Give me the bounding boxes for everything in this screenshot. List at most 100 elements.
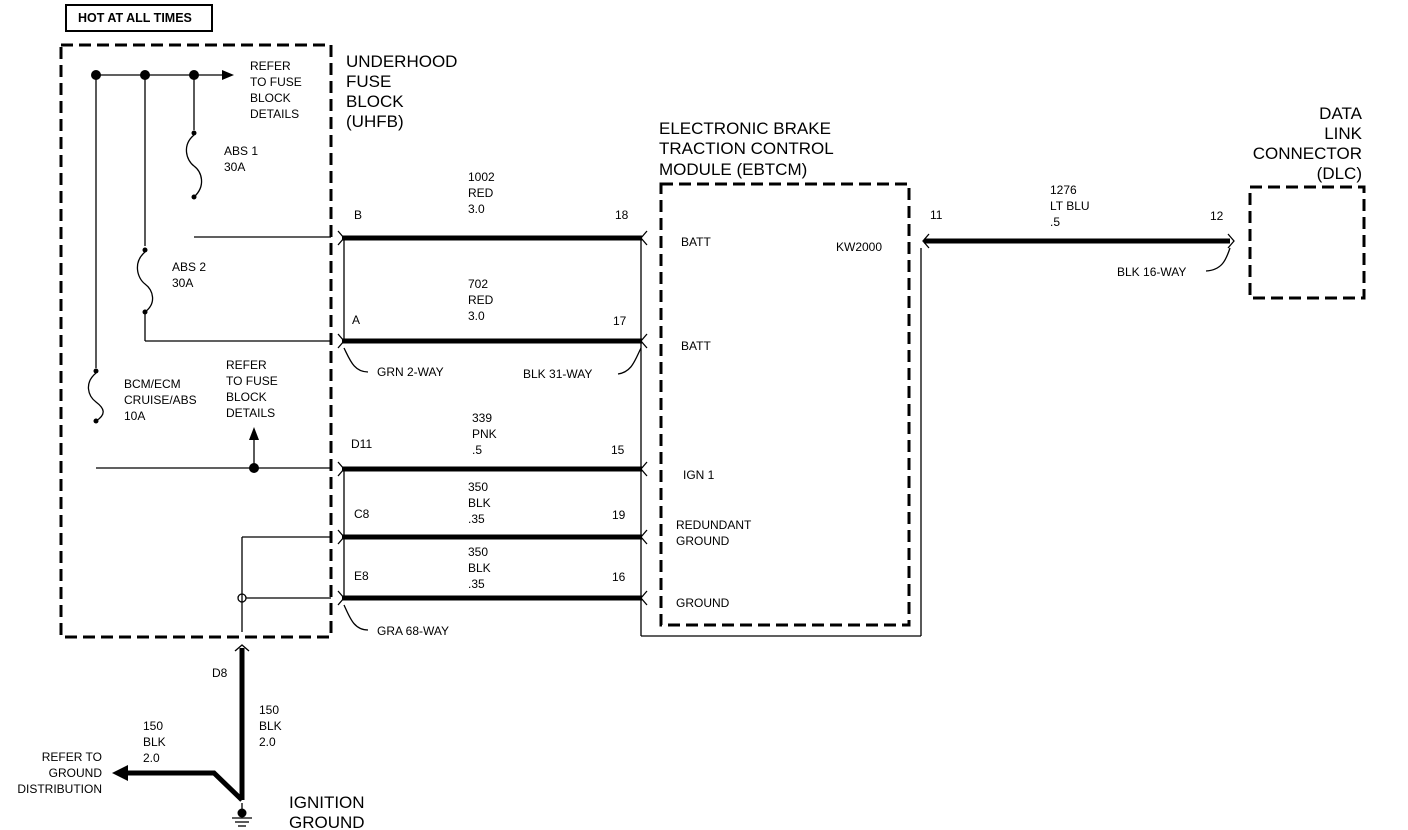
fuse-bcm-label: BCM/ECM CRUISE/ABS 10A <box>124 377 197 423</box>
svg-text:MODULE (EBTCM): MODULE (EBTCM) <box>659 160 807 179</box>
label-350-e8: 350 BLK .35 <box>468 545 491 591</box>
term-batt-1: BATT <box>681 235 711 249</box>
uhfb-connector-pins <box>337 230 345 606</box>
svg-text:3.0: 3.0 <box>468 202 485 216</box>
svg-text:2.0: 2.0 <box>259 735 276 749</box>
svg-text:.5: .5 <box>472 443 482 457</box>
svg-text:30A: 30A <box>224 160 245 174</box>
svg-text:BLOCK: BLOCK <box>346 92 404 111</box>
svg-text:BCM/ECM: BCM/ECM <box>124 377 181 391</box>
ignition-ground-label: IGNITION GROUND <box>289 793 365 830</box>
blk-16way-callout: BLK 16-WAY <box>1117 247 1231 279</box>
svg-text:(DLC): (DLC) <box>1317 164 1362 183</box>
svg-text:RED: RED <box>468 293 494 307</box>
svg-text:.5: .5 <box>1050 215 1060 229</box>
svg-text:GRA 68-WAY: GRA 68-WAY <box>377 624 449 638</box>
svg-text:(UHFB): (UHFB) <box>346 112 404 131</box>
svg-text:2.0: 2.0 <box>143 751 160 765</box>
label-350-c8: 350 BLK .35 <box>468 480 491 526</box>
svg-text:GROUND: GROUND <box>676 534 730 548</box>
uhfb-internal-ground <box>237 536 331 632</box>
fuse-abs1-label: ABS 1 30A <box>224 144 258 174</box>
svg-text:REFER: REFER <box>250 59 291 73</box>
pin-a: A <box>352 313 360 327</box>
dlc-title: DATA LINK CONNECTOR (DLC) <box>1253 104 1363 183</box>
label-150-horizontal: 150 BLK 2.0 <box>143 719 166 765</box>
svg-text:DISTRIBUTION: DISTRIBUTION <box>17 782 102 796</box>
svg-text:TO FUSE: TO FUSE <box>226 374 278 388</box>
uhfb-internal-bus <box>91 70 234 368</box>
svg-text:UNDERHOOD: UNDERHOOD <box>346 52 457 71</box>
svg-text:TO FUSE: TO FUSE <box>250 75 302 89</box>
pin-c8: C8 <box>354 507 370 521</box>
uhfb-d11-circuit <box>96 427 331 473</box>
refer-fuse-details-top: REFER TO FUSE BLOCK DETAILS <box>250 59 302 121</box>
pin-b: B <box>354 208 362 222</box>
label-339: 339 PNK .5 <box>472 411 497 457</box>
svg-text:.35: .35 <box>468 512 485 526</box>
svg-text:.35: .35 <box>468 577 485 591</box>
wire-1276 <box>922 233 1235 249</box>
ebtcm-box <box>659 182 911 627</box>
svg-text:GROUND: GROUND <box>289 813 365 830</box>
svg-text:BLK 16-WAY: BLK 16-WAY <box>1117 265 1186 279</box>
fuse-abs2-icon <box>136 247 331 342</box>
svg-text:1002: 1002 <box>468 170 495 184</box>
pin-18: 18 <box>615 208 629 222</box>
refer-ground-distribution: REFER TO GROUND DISTRIBUTION <box>17 750 102 796</box>
pin-d11: D11 <box>351 437 372 451</box>
svg-text:BLOCK: BLOCK <box>250 91 291 105</box>
svg-text:LT BLU: LT BLU <box>1050 199 1090 213</box>
label-1276: 1276 LT BLU .5 <box>1050 183 1090 229</box>
term-ign1: IGN 1 <box>683 468 715 482</box>
svg-text:702: 702 <box>468 277 488 291</box>
pin-12: 12 <box>1210 209 1224 223</box>
svg-text:DETAILS: DETAILS <box>226 406 275 420</box>
pin-15: 15 <box>611 443 625 457</box>
harness-bundle <box>343 238 922 637</box>
ebtcm-title: ELECTRONIC BRAKE TRACTION CONTROL MODULE… <box>659 119 834 179</box>
svg-text:GRN 2-WAY: GRN 2-WAY <box>377 365 444 379</box>
svg-text:3.0: 3.0 <box>468 309 485 323</box>
pin-d8: D8 <box>212 666 228 680</box>
hot-at-all-times-label: HOT AT ALL TIMES <box>78 11 192 25</box>
svg-text:ABS 2: ABS 2 <box>172 260 206 274</box>
svg-text:BLK: BLK <box>143 735 166 749</box>
label-702: 702 RED 3.0 <box>468 277 494 323</box>
label-1002: 1002 RED 3.0 <box>468 170 495 216</box>
term-batt-2: BATT <box>681 339 711 353</box>
label-150-vertical: 150 BLK 2.0 <box>259 703 282 749</box>
pin-17: 17 <box>613 314 627 328</box>
svg-text:REDUNDANT: REDUNDANT <box>676 518 752 532</box>
svg-text:TRACTION CONTROL: TRACTION CONTROL <box>659 139 834 158</box>
svg-text:339: 339 <box>472 411 492 425</box>
svg-text:CONNECTOR: CONNECTOR <box>1253 144 1362 163</box>
svg-text:DATA: DATA <box>1319 104 1362 123</box>
svg-text:150: 150 <box>143 719 163 733</box>
svg-text:IGNITION: IGNITION <box>289 793 365 812</box>
svg-text:350: 350 <box>468 480 488 494</box>
svg-text:10A: 10A <box>124 409 145 423</box>
grn-2way-callout: GRN 2-WAY <box>343 347 444 379</box>
term-redundant-ground: REDUNDANT GROUND <box>676 518 752 548</box>
svg-text:LINK: LINK <box>1324 124 1362 143</box>
svg-text:PNK: PNK <box>472 427 497 441</box>
dlc-box <box>1248 185 1366 300</box>
svg-text:150: 150 <box>259 703 279 717</box>
blk-31way-callout: BLK 31-WAY <box>523 347 642 381</box>
ebtcm-connector-pins <box>640 230 648 606</box>
wire-150-ground <box>112 644 252 827</box>
svg-text:BLK 31-WAY: BLK 31-WAY <box>523 367 592 381</box>
svg-text:GROUND: GROUND <box>49 766 103 780</box>
svg-text:REFER: REFER <box>226 358 267 372</box>
fuse-abs2-label: ABS 2 30A <box>172 260 206 290</box>
svg-text:350: 350 <box>468 545 488 559</box>
svg-text:BLOCK: BLOCK <box>226 390 267 404</box>
svg-text:ELECTRONIC BRAKE: ELECTRONIC BRAKE <box>659 119 831 138</box>
svg-text:ABS 1: ABS 1 <box>224 144 258 158</box>
svg-text:REFER TO: REFER TO <box>42 750 102 764</box>
refer-fuse-details-mid: REFER TO FUSE BLOCK DETAILS <box>226 358 278 420</box>
pin-11: 11 <box>930 208 943 222</box>
uhfb-title: UNDERHOOD FUSE BLOCK (UHFB) <box>346 52 457 131</box>
